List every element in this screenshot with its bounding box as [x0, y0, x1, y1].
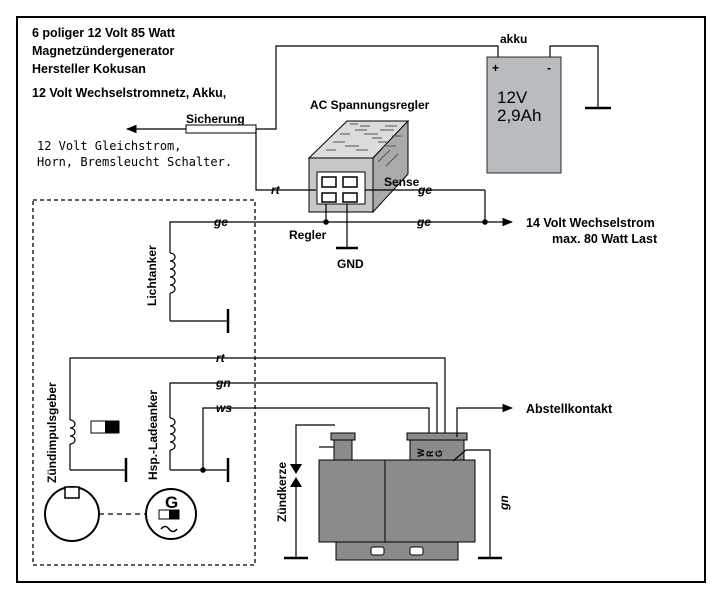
- spark-gap-top: [290, 464, 302, 474]
- header-line-4: 12 Volt Wechselstromnetz, Akku,: [32, 86, 226, 100]
- header-line-1: 6 poliger 12 Volt 85 Watt: [32, 26, 176, 40]
- sense-label: Sense: [384, 175, 420, 189]
- fuse-label: Sicherung: [186, 112, 245, 126]
- battery-capacity: 2,9Ah: [497, 106, 541, 125]
- spark-plug-lead: [295, 424, 335, 464]
- cdi-pin-r: R: [425, 450, 435, 457]
- wire-label-ge-sense: ge: [417, 183, 432, 197]
- lichtanker-coil: [169, 252, 230, 333]
- wire-label-ws: ws: [216, 401, 232, 415]
- regulator-title: AC Spannungsregler: [310, 98, 430, 112]
- junction-ladeanker: [200, 467, 206, 473]
- spark-gap-bottom: [290, 477, 302, 487]
- wire-label-ge-main: ge: [213, 215, 228, 229]
- wire-battery-minus: [549, 45, 599, 108]
- battery-label: akku: [500, 32, 527, 46]
- zuendimpulsgeber-label: Zündimpulsgeber: [45, 382, 59, 483]
- wire-gn: [169, 382, 438, 437]
- rotor: [44, 486, 100, 542]
- wire-ws: [202, 407, 430, 470]
- generator-symbol-label: G: [165, 493, 178, 512]
- zuendimpulsgeber-coil: [69, 419, 128, 482]
- ladeanker-label: Hsp.-Ladeanker: [146, 390, 160, 480]
- battery-voltage: 12V: [497, 88, 528, 107]
- wire-abstellkontakt: [456, 403, 514, 437]
- zuendkerze-label: Zündkerze: [275, 462, 289, 522]
- battery: [486, 56, 562, 174]
- junction-regler: [323, 219, 329, 225]
- cdi-pin-g: G: [434, 450, 444, 457]
- lichtanker-label: Lichtanker: [145, 245, 159, 306]
- ac-output-line-1: 14 Volt Wechselstrom: [526, 216, 655, 230]
- header-line-2: Magnetzündergenerator: [32, 44, 175, 58]
- fuse: [185, 124, 257, 134]
- abstellkontakt-label: Abstellkontakt: [526, 402, 613, 416]
- wire-label-rt: rt: [216, 351, 226, 365]
- generator-symbol: [145, 488, 197, 540]
- gnd-label: GND: [337, 257, 364, 271]
- cdi-pin-w: W: [416, 448, 426, 457]
- wire-gn-ground: [452, 449, 491, 558]
- wire-label-gn: gn: [215, 376, 231, 390]
- wire-battery-plus: [256, 45, 499, 130]
- battery-minus: -: [547, 61, 551, 75]
- battery-plus: +: [492, 61, 499, 75]
- dc-output-line-2: Horn, Bremsleucht Schalter.: [37, 155, 232, 169]
- wire-label-gn-vert: gn: [497, 495, 511, 511]
- dc-output-line-1: 12 Volt Gleichstrom,: [37, 139, 182, 153]
- regler-label: Regler: [289, 228, 327, 242]
- wire-label-ge-out: ge: [416, 215, 431, 229]
- ac-regulator: [307, 119, 410, 214]
- cdi-unit: [318, 432, 476, 561]
- outer-frame: [16, 16, 706, 583]
- ac-output-line-2: max. 80 Watt Last: [552, 232, 658, 246]
- wire-ge-lichtanker: [169, 221, 326, 253]
- ladeanker-coil: [169, 417, 230, 482]
- junction-sense: [482, 219, 488, 225]
- header-line-3: Hersteller Kokusan: [32, 62, 146, 76]
- wire-rt: [69, 357, 446, 437]
- wire-rt-regulator: [255, 129, 316, 191]
- wire-label-rt-regulator: rt: [271, 183, 281, 197]
